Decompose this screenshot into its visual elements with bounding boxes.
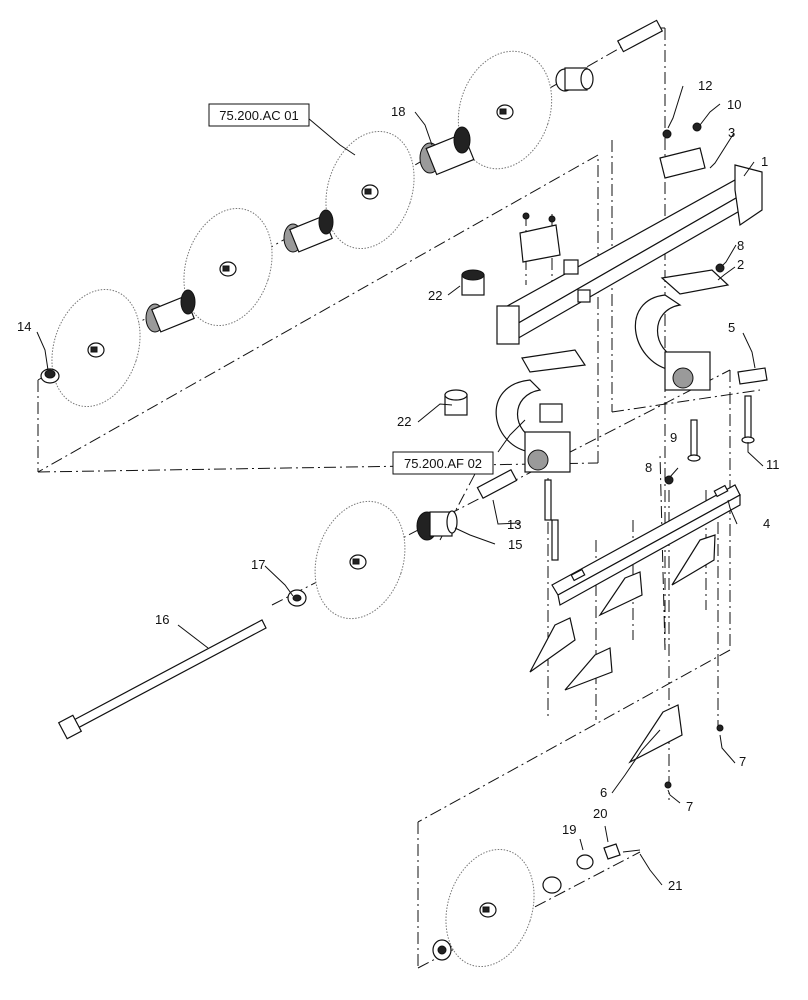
standard-left	[495, 379, 571, 473]
spool-2	[283, 209, 334, 253]
callout-8b: 8	[645, 460, 652, 475]
callout-3: 3	[728, 125, 735, 140]
callout-2: 2	[737, 257, 744, 272]
spool-18	[419, 126, 475, 176]
callout-12: 12	[698, 78, 712, 93]
callout-19: 19	[562, 822, 576, 837]
scrapers	[529, 534, 716, 764]
bracket-plates	[519, 122, 768, 385]
callout-8a: 8	[737, 238, 744, 253]
reference-af-box[interactable]: 75.200.AF 02	[392, 451, 494, 475]
callout-11: 11	[766, 457, 780, 472]
callout-13: 13	[507, 517, 521, 532]
callout-4: 4	[763, 516, 770, 531]
callout-7a: 7	[739, 754, 746, 769]
callout-18: 18	[391, 104, 405, 119]
callouts: 1 2 3 4 5 6 7 7 8 8 9 10 11 12 13 14 15 …	[17, 78, 780, 893]
frame-tube	[496, 164, 763, 345]
bottom-hardware	[432, 843, 641, 961]
bushing-22-bottom	[444, 389, 468, 416]
end-bell-top	[555, 67, 594, 92]
reference-ac-label[interactable]: 75.200.AC 01	[219, 108, 299, 123]
bushing-22-top	[461, 269, 485, 296]
callout-6: 6	[600, 785, 607, 800]
callout-1: 1	[761, 154, 768, 169]
callout-22a: 22	[428, 288, 442, 303]
callout-16: 16	[155, 612, 169, 627]
callout-15: 15	[508, 537, 522, 552]
spool-15	[416, 510, 458, 541]
end-cap-14	[40, 368, 60, 384]
gang-bolt	[57, 589, 307, 740]
callout-20: 20	[593, 806, 607, 821]
callout-7b: 7	[686, 799, 693, 814]
spools	[40, 19, 664, 541]
callout-17: 17	[251, 557, 265, 572]
callout-22b: 22	[397, 414, 411, 429]
leader-lines	[36, 85, 764, 886]
spool-3	[145, 289, 196, 333]
standard-right	[634, 294, 711, 391]
callout-14: 14	[17, 319, 31, 334]
scraper-bar	[551, 484, 741, 606]
disc-blades	[51, 50, 553, 968]
reference-ac-box[interactable]: 75.200.AC 01	[208, 103, 310, 127]
pin-top	[616, 19, 664, 53]
callout-21: 21	[668, 878, 682, 893]
pin-13	[476, 468, 518, 500]
callout-10: 10	[727, 97, 741, 112]
reference-af-label[interactable]: 75.200.AF 02	[404, 456, 482, 471]
bolts	[544, 395, 755, 789]
callout-9: 9	[670, 430, 677, 445]
callout-5: 5	[728, 320, 735, 335]
